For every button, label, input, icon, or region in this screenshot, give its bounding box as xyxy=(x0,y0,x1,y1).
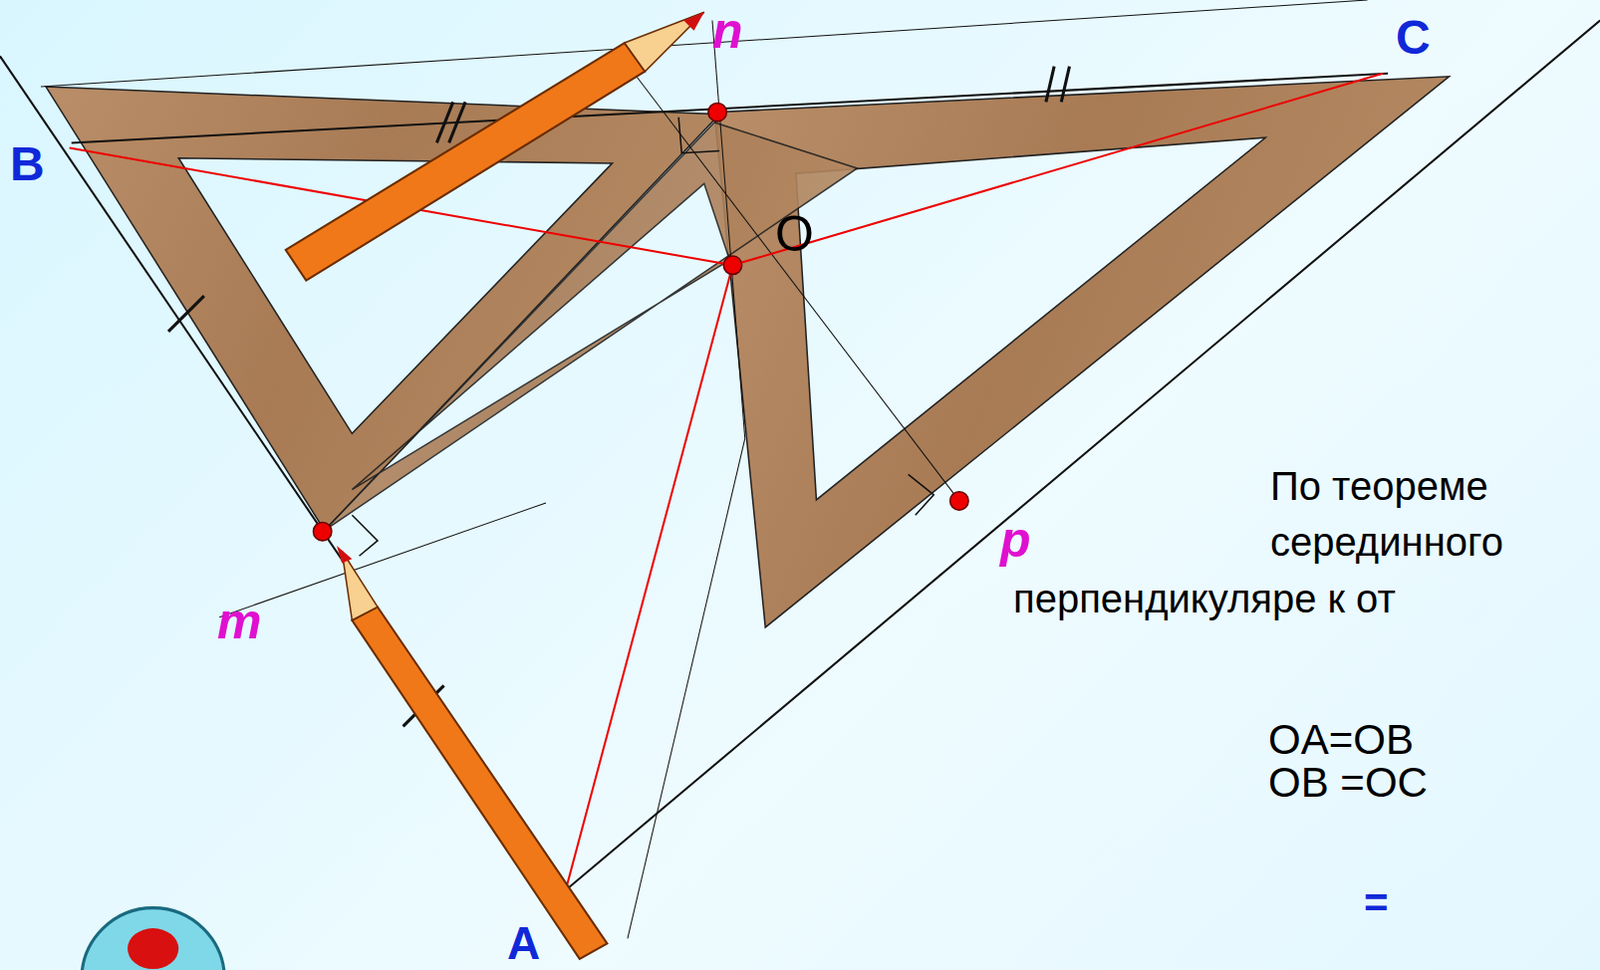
line-label: p xyxy=(1000,515,1032,565)
equation: = xyxy=(1363,882,1389,925)
equation: OA=OB xyxy=(1268,719,1414,762)
point-label: n xyxy=(712,5,744,56)
line-label: m xyxy=(217,596,262,647)
pencil xyxy=(285,11,705,280)
vertex-label: A xyxy=(507,920,540,967)
theorem-text: По теореме xyxy=(1270,466,1489,507)
nav-button xyxy=(81,908,225,970)
vertex-label: C xyxy=(1395,13,1431,62)
theorem-text: серединного xyxy=(1270,522,1504,562)
point-label: O xyxy=(775,209,814,260)
pencil xyxy=(336,545,607,960)
equation: OB =OC xyxy=(1268,762,1428,804)
vertex-label: B xyxy=(9,140,45,189)
theorem-text: перпендикуляре к от xyxy=(1013,578,1396,619)
